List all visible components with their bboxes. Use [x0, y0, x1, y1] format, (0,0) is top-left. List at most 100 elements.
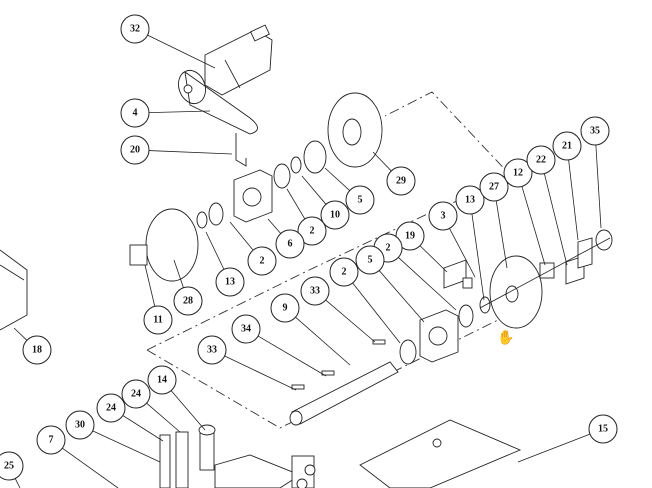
part-callout-15: 15 — [588, 414, 618, 444]
callout-label: 19 — [405, 231, 415, 242]
part-callout-5: 5 — [345, 185, 375, 215]
sheave-hub — [342, 118, 362, 146]
retaining-ring — [196, 211, 208, 229]
bearing-housing-upper — [233, 169, 273, 223]
leader-line — [62, 447, 119, 488]
callout-label: 22 — [536, 155, 546, 166]
callout-circle — [96, 393, 126, 423]
part-callout-25: 25 — [0, 451, 24, 481]
leader-line — [352, 282, 401, 344]
leader-line — [449, 228, 476, 278]
part-callout-35: 35 — [580, 116, 610, 146]
leader-line — [92, 430, 161, 463]
callout-label: 13 — [225, 277, 235, 288]
callout-circle — [300, 276, 330, 306]
callout-circle — [503, 158, 533, 188]
callout-circle — [247, 246, 277, 276]
callout-label: 34 — [241, 324, 251, 335]
callout-label: 2 — [260, 256, 265, 267]
callout-circle — [65, 410, 95, 440]
leader-line — [419, 245, 448, 273]
servo-motor — [204, 24, 273, 96]
enclosure-box — [0, 249, 28, 331]
leader-line — [286, 188, 306, 220]
leader-line — [378, 270, 425, 323]
part-callout-34: 34 — [231, 314, 261, 344]
part-callout-11: 11 — [143, 305, 173, 335]
bearing — [458, 304, 474, 328]
base-frame — [159, 424, 316, 488]
callout-circle — [143, 305, 173, 335]
callout-label: 15 — [598, 424, 608, 435]
callout-circle — [120, 98, 150, 128]
cover-plate — [359, 419, 522, 488]
leader-line — [146, 402, 181, 433]
shaft-end-cap — [595, 229, 613, 251]
part-callout-30: 30 — [65, 410, 95, 440]
leader-line — [173, 259, 184, 288]
leader-line — [224, 355, 297, 391]
callout-circle — [329, 257, 359, 287]
part-callout-13: 13 — [215, 267, 245, 297]
leader-line — [229, 221, 254, 251]
callout-label: 2 — [342, 267, 347, 278]
part-callout-13: 13 — [455, 185, 485, 215]
callout-label: 5 — [358, 195, 363, 206]
callout-label: 28 — [183, 296, 193, 307]
callout-label: 24 — [106, 403, 116, 414]
callout-circle — [22, 335, 52, 365]
callout-label: 21 — [562, 141, 572, 152]
callout-circle — [36, 425, 66, 455]
callout-label: 33 — [310, 286, 320, 297]
leader-line — [122, 415, 164, 442]
leader-line — [517, 433, 591, 463]
callout-label: 3 — [441, 211, 446, 222]
leader-line — [324, 167, 350, 191]
leader-line — [295, 316, 351, 366]
sensor-block — [462, 277, 473, 289]
callout-label: 7 — [49, 435, 54, 446]
callout-label: 35 — [590, 126, 600, 137]
callout-circle — [120, 14, 150, 44]
leader-line — [147, 34, 216, 69]
leader-line — [13, 327, 28, 341]
mounting-plate — [129, 244, 148, 266]
part-callout-21: 21 — [552, 131, 582, 161]
leader-line — [170, 390, 206, 431]
flange-bearing — [539, 262, 555, 279]
part-callout-4: 4 — [120, 98, 150, 128]
leader-line — [257, 335, 327, 377]
part-callout-22: 22 — [526, 145, 556, 175]
callout-circle — [197, 335, 227, 365]
callout-circle — [270, 293, 300, 323]
bearing — [399, 339, 417, 365]
part-callout-6: 6 — [275, 229, 305, 259]
leader-line — [521, 186, 546, 266]
callout-circle — [526, 145, 556, 175]
callout-label: 2 — [310, 226, 315, 237]
part-callout-19: 19 — [395, 221, 425, 251]
leader-line — [148, 150, 233, 155]
callout-circle — [580, 116, 610, 146]
callout-label: 18 — [32, 345, 42, 356]
part-callout-24: 24 — [96, 393, 126, 423]
callout-label: 27 — [489, 182, 499, 193]
part-callout-14: 14 — [147, 365, 177, 395]
callout-circle — [455, 185, 485, 215]
callout-circle — [355, 245, 385, 275]
key — [291, 384, 305, 390]
callout-circle — [588, 414, 618, 444]
leader-line — [495, 200, 508, 269]
callout-circle — [297, 216, 327, 246]
part-callout-27: 27 — [479, 172, 509, 202]
callout-label: 13 — [465, 195, 475, 206]
part-callout-10: 10 — [320, 200, 350, 230]
part-callout-2: 2 — [329, 257, 359, 287]
bearing — [208, 202, 224, 226]
callout-label: 20 — [130, 145, 140, 156]
callout-circle — [552, 131, 582, 161]
callout-label: 25 — [4, 461, 14, 472]
leader-line — [543, 173, 568, 266]
callout-circle — [0, 451, 24, 481]
callout-label: 14 — [157, 375, 167, 386]
